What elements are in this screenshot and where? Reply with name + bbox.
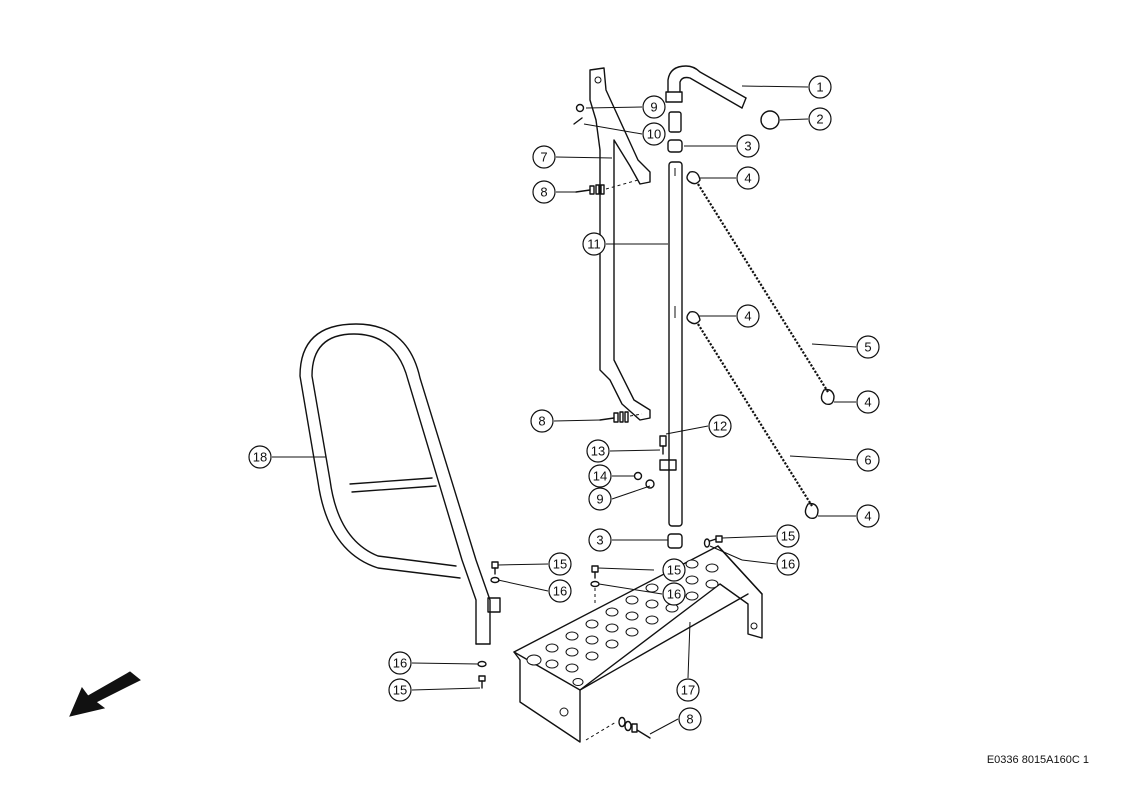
svg-text:3: 3 xyxy=(596,533,603,548)
callout-2: 2 xyxy=(808,107,832,131)
callout-13: 13 xyxy=(586,439,610,463)
callout-18: 18 xyxy=(248,445,272,469)
part-3-sleeve-lower xyxy=(667,533,683,549)
part-2-end-cap xyxy=(760,110,780,130)
svg-text:10: 10 xyxy=(647,127,661,142)
part-9-washer-upper xyxy=(575,103,585,113)
svg-text:15: 15 xyxy=(781,529,795,544)
callout-8-upper: 8 xyxy=(532,180,556,204)
svg-text:8: 8 xyxy=(540,185,547,200)
part-14-nut xyxy=(633,471,643,481)
svg-text:13: 13 xyxy=(591,444,605,459)
part-1-handle-elbow xyxy=(665,65,747,109)
tube-segment-upper xyxy=(668,111,682,133)
leader-lines xyxy=(272,85,857,735)
callout-4-right-lower: 4 xyxy=(856,504,880,528)
part-17-step-box xyxy=(513,545,763,743)
callout-11: 11 xyxy=(582,232,606,256)
part-15-16-fasteners-hoop-lower xyxy=(477,660,487,689)
part-7-bracket-rail xyxy=(589,67,651,421)
callout-6: 6 xyxy=(856,448,880,472)
callout-10: 10 xyxy=(642,122,666,146)
svg-text:16: 16 xyxy=(781,557,795,572)
part-9-washer-lower xyxy=(645,479,655,489)
svg-text:15: 15 xyxy=(667,563,681,578)
callout-9-lower: 9 xyxy=(588,487,612,511)
part-12-13-bolt xyxy=(659,435,667,455)
svg-text:7: 7 xyxy=(540,150,547,165)
svg-text:16: 16 xyxy=(667,587,681,602)
svg-text:11: 11 xyxy=(587,237,601,252)
svg-text:17: 17 xyxy=(681,683,695,698)
callout-16-box: 16 xyxy=(662,582,686,606)
svg-text:16: 16 xyxy=(393,656,407,671)
part-15-16-fasteners-box-left xyxy=(590,565,600,606)
svg-text:9: 9 xyxy=(650,100,657,115)
svg-text:15: 15 xyxy=(393,683,407,698)
callout-1: 1 xyxy=(808,75,832,99)
svg-text:8: 8 xyxy=(538,414,545,429)
svg-text:14: 14 xyxy=(593,469,607,484)
callout-3-upper: 3 xyxy=(736,134,760,158)
part-18-hoop-handrail xyxy=(299,323,501,645)
callout-9-upper: 9 xyxy=(642,95,666,119)
callouts: 1 2 3 4 9 10 7 8 11 4 5 4 8 12 13 18 14 … xyxy=(248,75,880,731)
callout-16-right: 16 xyxy=(776,552,800,576)
part-3-sleeve-upper xyxy=(667,139,683,153)
part-8-bolt-set-lower xyxy=(585,716,651,741)
svg-text:4: 4 xyxy=(864,509,871,524)
callout-15-bottom: 15 xyxy=(388,678,412,702)
part-15-16-fasteners-box-right xyxy=(703,535,723,548)
svg-text:4: 4 xyxy=(864,395,871,410)
part-10-screw-upper xyxy=(573,117,583,125)
callout-5: 5 xyxy=(856,335,880,359)
part-15-16-fasteners-hoop-upper xyxy=(490,561,500,584)
svg-text:2: 2 xyxy=(816,112,823,127)
callout-16-bottom: 16 xyxy=(388,651,412,675)
part-6-chain-short xyxy=(686,310,819,520)
callout-15-right: 15 xyxy=(776,524,800,548)
callout-4-mid: 4 xyxy=(736,304,760,328)
callout-7: 7 xyxy=(532,145,556,169)
callout-4-top: 4 xyxy=(736,166,760,190)
svg-text:4: 4 xyxy=(744,309,751,324)
step-perforations xyxy=(526,559,719,686)
part-8-bolt-set-middle xyxy=(599,411,643,423)
part-11-main-post xyxy=(659,161,683,527)
callout-4-right-upper: 4 xyxy=(856,390,880,414)
svg-text:18: 18 xyxy=(253,450,267,465)
part-5-chain-long xyxy=(686,170,835,406)
svg-text:5: 5 xyxy=(864,340,871,355)
callout-12: 12 xyxy=(708,414,732,438)
svg-text:15: 15 xyxy=(553,557,567,572)
callout-8-lower: 8 xyxy=(678,707,702,731)
svg-text:1: 1 xyxy=(816,80,823,95)
svg-text:4: 4 xyxy=(744,171,751,186)
svg-text:9: 9 xyxy=(596,492,603,507)
svg-text:3: 3 xyxy=(744,139,751,154)
svg-text:12: 12 xyxy=(713,419,727,434)
part-8-bolt-set-upper xyxy=(575,179,639,195)
callout-16-hoop: 16 xyxy=(548,579,572,603)
callout-17: 17 xyxy=(676,678,700,702)
callout-15-hoop: 15 xyxy=(548,552,572,576)
svg-text:16: 16 xyxy=(553,584,567,599)
callout-8-middle: 8 xyxy=(530,409,554,433)
forward-direction-arrow xyxy=(69,671,141,717)
callout-15-box: 15 xyxy=(662,558,686,582)
svg-text:6: 6 xyxy=(864,453,871,468)
callout-3-lower: 3 xyxy=(588,528,612,552)
drawing-reference-code: E0336 8015A160C 1 xyxy=(986,754,1089,766)
svg-text:8: 8 xyxy=(686,712,693,727)
callout-14: 14 xyxy=(588,464,612,488)
